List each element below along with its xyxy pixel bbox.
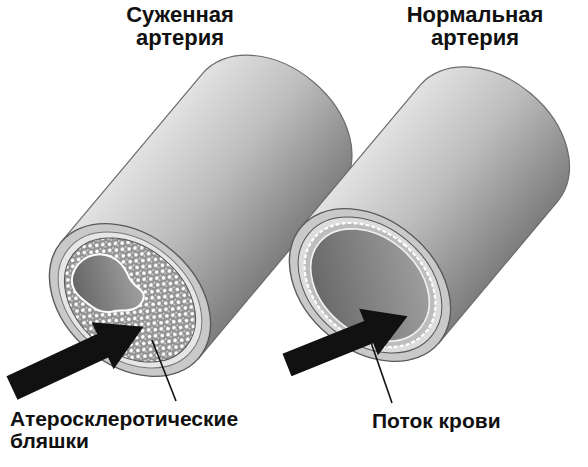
leader-line — [152, 340, 176, 401]
flow-arrow — [1, 303, 154, 411]
flow-arrow — [278, 293, 417, 388]
part-label: Атеросклеротические бляшки — [10, 408, 285, 452]
part-label: Поток крови — [372, 410, 572, 432]
artery-title: Суженная артерия — [95, 3, 265, 49]
artery-title: Нормальная артерия — [380, 3, 570, 49]
normal-artery — [259, 36, 588, 393]
leader-line — [366, 328, 392, 403]
